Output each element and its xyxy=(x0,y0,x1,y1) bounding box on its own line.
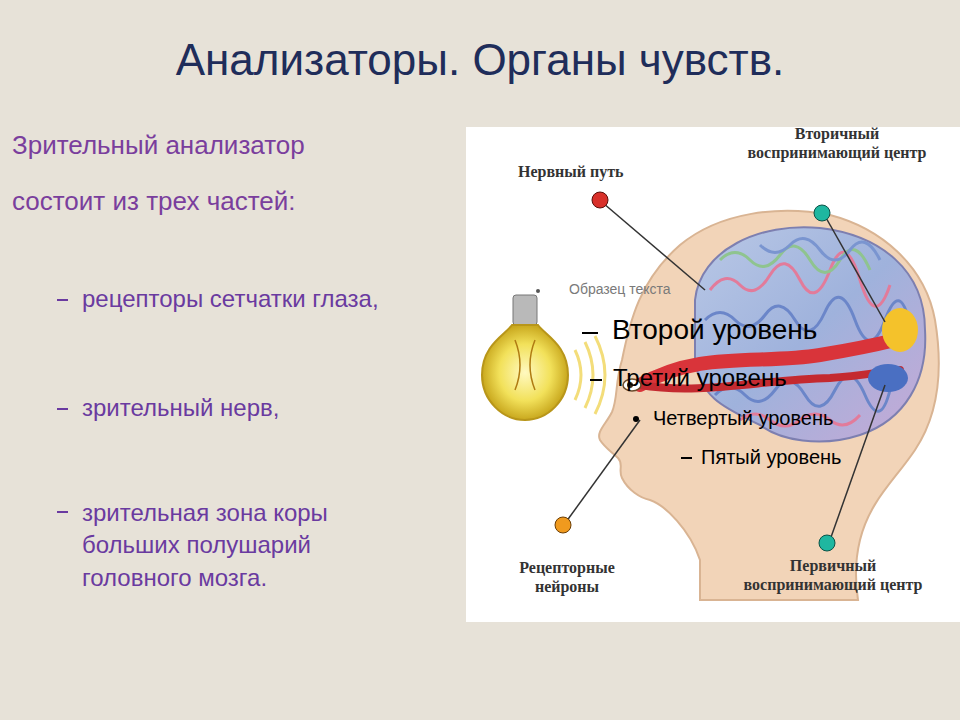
placeholder-bullet xyxy=(536,289,540,293)
slide-title: Анализаторы. Органы чувств. xyxy=(0,34,960,87)
callout-label: Вторичный воспринимающий центр xyxy=(742,124,932,162)
visual-cortex xyxy=(868,364,908,392)
bullet-item: рецепторы сетчатки глаза, xyxy=(82,285,379,314)
visual-cortex xyxy=(882,308,918,352)
callout-dot xyxy=(592,192,608,208)
bullet-dash xyxy=(57,511,68,513)
light-rays xyxy=(575,336,605,414)
placeholder-text: Четвертый уровень xyxy=(653,406,833,430)
placeholder-text: Третий уровень xyxy=(613,364,787,393)
intro-text: состоит из трех частей: xyxy=(12,186,295,217)
bullet-item: зрительная зона коры больших полушарий г… xyxy=(82,497,402,594)
callout-label: Первичный воспринимающий центр xyxy=(738,556,928,594)
placeholder-text: Образец текста xyxy=(569,281,671,298)
callout-dot xyxy=(555,517,571,533)
leader-line xyxy=(825,216,885,322)
bullet-dash xyxy=(57,408,68,410)
placeholder-dash xyxy=(681,457,692,459)
head-silhouette xyxy=(599,211,939,600)
bullet-dash xyxy=(57,299,68,301)
picture-panel xyxy=(466,127,960,622)
callout-label: Рецепторные нейроны xyxy=(497,558,637,596)
leader-line xyxy=(566,420,640,522)
placeholder-text: Пятый уровень xyxy=(701,445,841,469)
leader-line xyxy=(603,203,705,290)
intro-text: Зрительный анализатор xyxy=(12,130,305,161)
callout-label: Нервный путь xyxy=(518,162,624,181)
placeholder-text: Второй уровень xyxy=(612,313,817,347)
placeholder-bullet xyxy=(633,416,639,422)
placeholder-dash xyxy=(582,332,598,334)
placeholder-dash xyxy=(590,379,602,381)
callout-dot xyxy=(819,535,835,551)
callout-dot xyxy=(814,205,830,221)
light-bulb xyxy=(482,325,568,420)
bulb-base xyxy=(513,295,537,325)
bulb-filament xyxy=(515,340,535,390)
bullet-item: зрительный нерв, xyxy=(82,394,279,423)
